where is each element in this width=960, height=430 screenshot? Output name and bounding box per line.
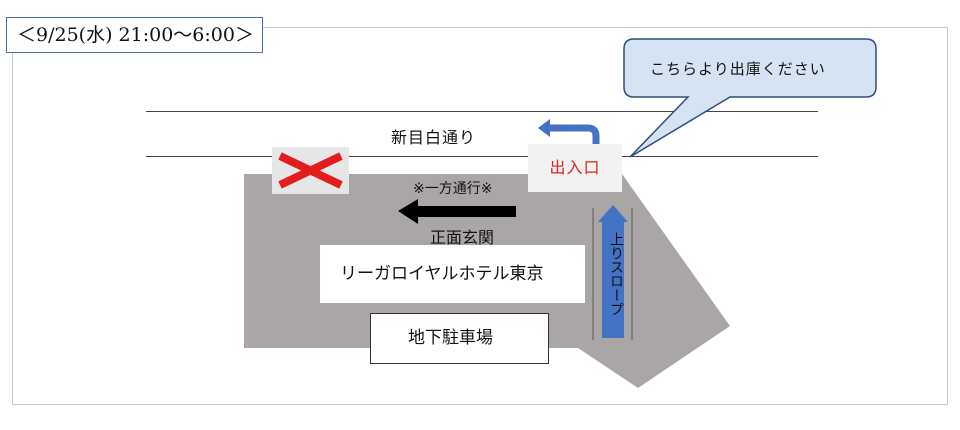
entrance-exit-label: 出入口 [528, 144, 622, 192]
road-edge-bottom [146, 156, 818, 157]
callout-text: こちらより出庫ください [650, 60, 826, 78]
exit-direction-arrow-icon [538, 119, 600, 146]
x-mark-icon [278, 152, 343, 189]
parking-label: 地下駐車場 [370, 313, 549, 364]
slope-label: 上りスロープ [608, 232, 624, 316]
one-way-arrow-icon [398, 199, 516, 224]
slope-arrow-icon [598, 205, 628, 338]
map-frame [12, 27, 948, 405]
time-window-label: ＜9/25(水) 21:00〜6:00＞ [6, 17, 263, 53]
callout-bubble [623, 38, 877, 158]
main-entrance-label: 正面玄関 [430, 228, 495, 247]
hotel-name-label: リーガロイヤルホテル東京 [320, 245, 585, 303]
one-way-label: ※一方通行※ [413, 181, 493, 197]
road-edge-top [146, 111, 818, 112]
closed-gate-marker [272, 147, 349, 194]
street-name: 新目白通り [391, 128, 477, 147]
